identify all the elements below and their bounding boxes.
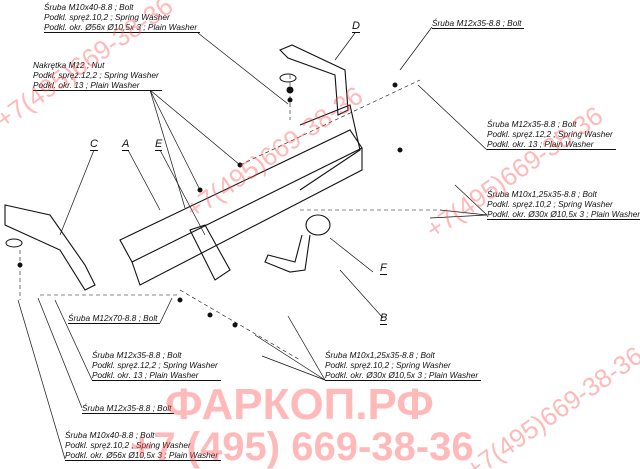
- ball-hitch: [264, 214, 331, 273]
- label-line: Śruba M12x35-8.8 ; Bolt: [487, 119, 577, 129]
- label-line: Podkl. spręż.10,2 ; Spring Washer: [487, 199, 613, 209]
- part-letter-a: A: [122, 138, 130, 151]
- label-line: Podkl. okr. Ø30x Ø10,5x 3 ; Plain Washer: [487, 209, 640, 219]
- label-line: Śruba M12x35-8.8 ; Bolt: [82, 403, 172, 413]
- label-line: Śruba M12x35-8.8 ; Bolt: [432, 18, 522, 28]
- label-line: Podkl. okr. 13 ; Plain Washer: [33, 80, 140, 90]
- label-line: Podkl. spręż.10,2 ; Spring Washer: [44, 12, 170, 22]
- part-letter-b: B: [380, 312, 388, 325]
- label-top-right-bolt: Śruba M12x35-8.8 ; Bolt: [432, 18, 525, 29]
- part-letter-d: D: [352, 20, 360, 33]
- bracket-d: [279, 44, 361, 191]
- label-line: Podkl. spręż.12,2 ; Spring Washer: [487, 129, 613, 139]
- label-line: Podkl. spręż.12,2 ; Spring Washer: [33, 70, 159, 80]
- label-line: Śruba M12x35-8.8 ; Bolt: [92, 350, 182, 360]
- label-line: Podkl. okr. Ø56x Ø10,5x 3 ; Plain Washer: [65, 450, 219, 460]
- label-line: Podkl. okr. 13 ; Plain Washer: [487, 139, 594, 149]
- label-line: Podkl. spręż.12,2 ; Spring Washer: [92, 360, 218, 370]
- label-line: Śruba M10x1,25x35-8.8 ; Bolt: [487, 189, 597, 199]
- main-beam: [119, 129, 363, 286]
- label-line: Śruba M12x70-8.8 ; Bolt: [68, 313, 158, 323]
- label-line: Podkl. okr. 13 ; Plain Washer: [92, 370, 199, 380]
- bracket-c: [4, 204, 96, 291]
- label-line: Śruba M10x40-8.8 ; Bolt: [44, 2, 134, 12]
- leader-lines: [17, 26, 488, 460]
- label-line: Podkl. spręż.10,2 ; Spring Washer: [65, 440, 191, 450]
- fasteners: [5, 73, 403, 328]
- part-letter-e: E: [155, 138, 163, 151]
- label-line: Śruba M10x40-8.8 ; Bolt: [65, 430, 155, 440]
- label-m12x70: Śruba M12x70-8.8 ; Bolt: [68, 313, 161, 324]
- label-line: Śruba M10x1,25x35-8.8 ; Bolt: [325, 350, 435, 360]
- label-line: Podkl. okr. Ø30x Ø10,5x 3 ; Plain Washer: [325, 370, 479, 380]
- part-letter-f: F: [380, 262, 387, 275]
- part-letter-c: C: [90, 138, 98, 151]
- label-line: Podkl. spręż.10,2 ; Spring Washer: [325, 360, 451, 370]
- dashed-axes: [19, 75, 440, 361]
- label-line: Nakrętka M12 ; Nut: [33, 60, 105, 70]
- label-line: Podkl. okr. Ø56x Ø10,5x 3 ; Plain Washer: [44, 22, 198, 32]
- label-left-bolt: Śruba M12x35-8.8 ; Bolt: [82, 403, 175, 414]
